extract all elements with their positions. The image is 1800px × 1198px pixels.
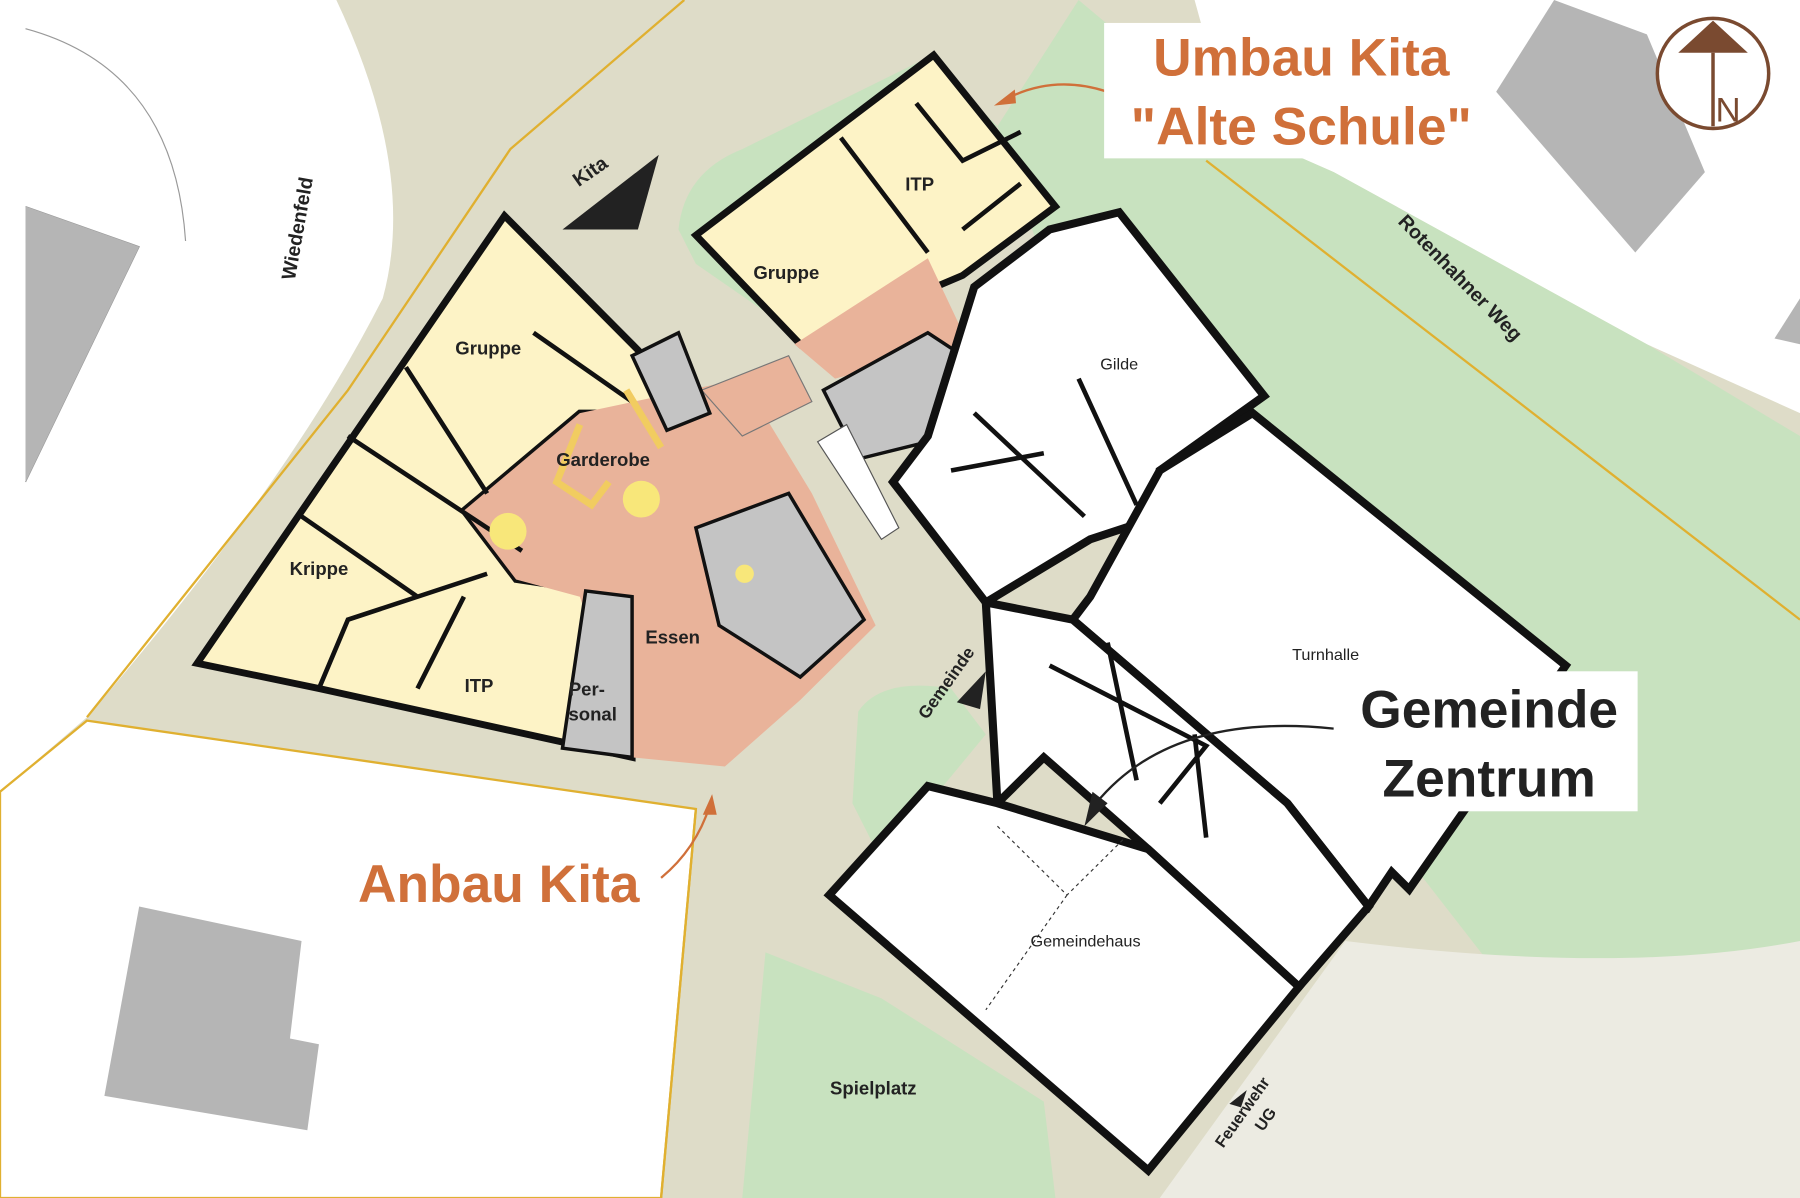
room-garderobe: Garderobe (556, 449, 650, 470)
room-personal-2: sonal (568, 704, 616, 725)
gemeinde-title-line1: Gemeinde (1360, 681, 1618, 740)
skylight (622, 480, 660, 518)
skylight (735, 564, 754, 583)
gemeinde-entrance-triangle (956, 671, 986, 710)
umbau-yellow-rooms (690, 50, 1061, 349)
gemeinde-title-line2: Zentrum (1383, 750, 1596, 809)
anbau-arrowhead (702, 794, 717, 815)
garderobe-bench (552, 388, 665, 510)
gemeindehaus (823, 781, 1305, 1177)
room-itp-anbau: ITP (465, 675, 494, 696)
neighbour-building (1496, 0, 1705, 253)
inner-walls (838, 101, 1023, 254)
room-gilde: Gilde (1100, 356, 1138, 374)
room-turnhalle: Turnhalle (1292, 646, 1359, 664)
green-spielplatz (742, 952, 1056, 1198)
road-wiedenfeld (0, 0, 394, 792)
gemeinde-arrowhead (1084, 791, 1108, 827)
gemeinde-arrow (1095, 724, 1334, 804)
pale-area (1159, 940, 1800, 1198)
inner-walls (950, 377, 1210, 838)
property-line (86, 0, 1800, 1198)
room-gruppe-umbau: Gruppe (753, 262, 819, 283)
inner-walls (300, 330, 634, 690)
room-personal-1: Per- (569, 678, 605, 699)
neighbour-building (104, 906, 319, 1131)
room-krippe: Krippe (290, 558, 349, 579)
room-essen: Essen (645, 627, 700, 648)
north-arrow-icon: N (1655, 16, 1771, 131)
room-gruppe-anbau: Gruppe (455, 338, 521, 359)
neighbour-building (25, 206, 140, 482)
stair (816, 423, 900, 541)
feuerwehr-triangle (1229, 1090, 1247, 1108)
umbau-title-line2: "Alte Schule" (1131, 98, 1472, 157)
umbau-arrow (1008, 83, 1108, 99)
umbau-arrowhead (993, 89, 1016, 106)
gemeinde-label-box (1333, 671, 1638, 812)
wet-cells (693, 491, 867, 680)
room-itp-umbau: ITP (905, 174, 934, 195)
room-gemeindehaus: Gemeindehaus (1031, 933, 1141, 951)
umbau-label-box (1104, 22, 1497, 159)
wet-cells (629, 330, 713, 433)
anbau-connector (700, 354, 813, 437)
green-gemeinde (852, 685, 986, 861)
partition-line (985, 825, 1126, 1011)
anbau-salmon-hall (463, 378, 876, 767)
anbau-title: Anbau Kita (358, 855, 640, 914)
skylight (489, 512, 527, 550)
neighbour-building (1774, 298, 1800, 345)
kita-entrance-triangle (562, 154, 659, 230)
personal-room (560, 589, 634, 760)
label-spielplatz: Spielplatz (830, 1078, 917, 1099)
umbau-title-line1: Umbau Kita (1153, 29, 1450, 88)
north-label: N (1716, 92, 1741, 130)
